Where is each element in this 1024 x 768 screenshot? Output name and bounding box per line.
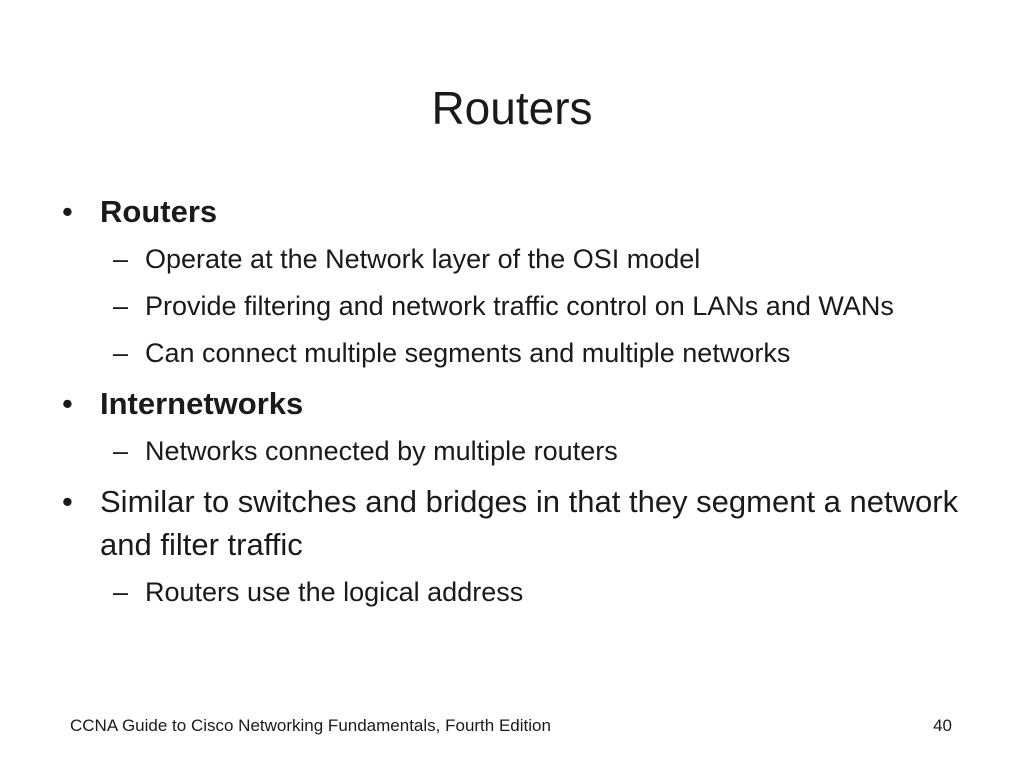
footer-source: CCNA Guide to Cisco Networking Fundament… — [70, 716, 551, 735]
bullet-marker: • — [62, 194, 73, 229]
sub-bullet-marker: – — [113, 338, 129, 368]
slide-title: Routers — [431, 82, 593, 134]
bullet-text: Routers — [100, 194, 218, 229]
sub-bullet-text: Routers use the logical address — [145, 577, 524, 607]
sub-bullet-text: Provide filtering and network traffic co… — [145, 291, 894, 321]
sub-bullet: – Provide filtering and network traffic … — [56, 285, 986, 327]
sub-bullet-marker: – — [113, 436, 129, 466]
sub-bullet: – Networks connected by multiple routers — [56, 430, 986, 472]
bullet-routers: • Routers — [56, 190, 986, 233]
sub-bullet: – Routers use the logical address — [56, 571, 986, 613]
bullet-text: Internetworks — [100, 386, 304, 421]
sub-bullet-text: Can connect multiple segments and multip… — [145, 338, 791, 368]
sub-bullet-marker: – — [113, 244, 129, 274]
bullet-marker: • — [62, 386, 73, 421]
bullet-text: Similar to switches and bridges in that … — [100, 484, 959, 562]
page-number: 40 — [933, 716, 952, 735]
sub-bullet-marker: – — [113, 577, 129, 607]
sub-bullet-text: Networks connected by multiple routers — [145, 436, 618, 466]
bullet-similar: • Similar to switches and bridges in tha… — [56, 480, 986, 566]
sub-bullet: – Operate at the Network layer of the OS… — [56, 238, 986, 280]
bullet-marker: • — [62, 484, 73, 519]
bullet-internetworks: • Internetworks — [56, 382, 986, 425]
slide-content: • Routers – Operate at the Network layer… — [56, 190, 986, 613]
sub-bullet: – Can connect multiple segments and mult… — [56, 332, 986, 374]
sub-bullet-marker: – — [113, 291, 129, 321]
sub-bullet-text: Operate at the Network layer of the OSI … — [145, 244, 701, 274]
